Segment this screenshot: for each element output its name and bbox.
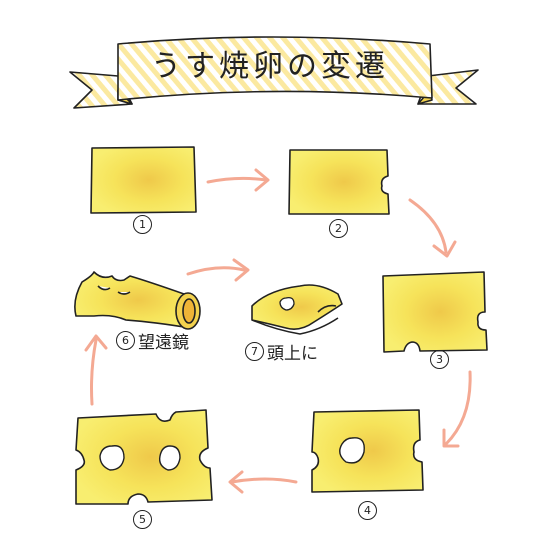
arrow-2-to-3 [408,198,457,258]
arrow-3-to-4 [442,370,472,448]
page-title: うす焼卵の変遷 [151,49,389,84]
egg-sheet-1 [90,146,197,214]
banner-main [117,36,433,101]
step-label-1: 1 [133,214,155,235]
arrow-5-to-6 [84,334,108,406]
step-number: 7 [245,342,264,361]
step-caption: 望遠鏡 [138,333,189,353]
step-number: 6 [116,331,135,350]
arrow-1-to-2 [206,168,270,192]
egg-hole [99,445,125,471]
title-banner [69,36,479,109]
arrow-6-to-7 [186,258,250,282]
step-number: 4 [358,501,377,520]
arrow-4-to-5 [228,470,298,494]
step-label-4: 4 [358,500,380,521]
step-number: 1 [133,215,152,234]
egg-sheet-2 [288,149,390,215]
egg-sheet-3 [382,271,488,353]
step-number: 2 [329,219,348,238]
egg-hole [339,437,365,464]
step-number: 3 [430,350,449,369]
egg-folded-7 [251,284,343,335]
egg-sheet-5 [75,409,213,505]
arrows [84,168,472,494]
step-label-5: 5 [133,509,155,530]
step-caption: 頭上に [267,344,318,364]
egg-sheet-4 [311,409,424,493]
egg-telescope-6 [74,271,201,330]
step-label-2: 2 [329,218,351,239]
step-label-3: 3 [430,349,452,370]
egg-hole [279,296,295,311]
egg-hole [158,445,181,471]
step-number: 5 [133,510,152,529]
banner-right-tail [417,69,479,105]
